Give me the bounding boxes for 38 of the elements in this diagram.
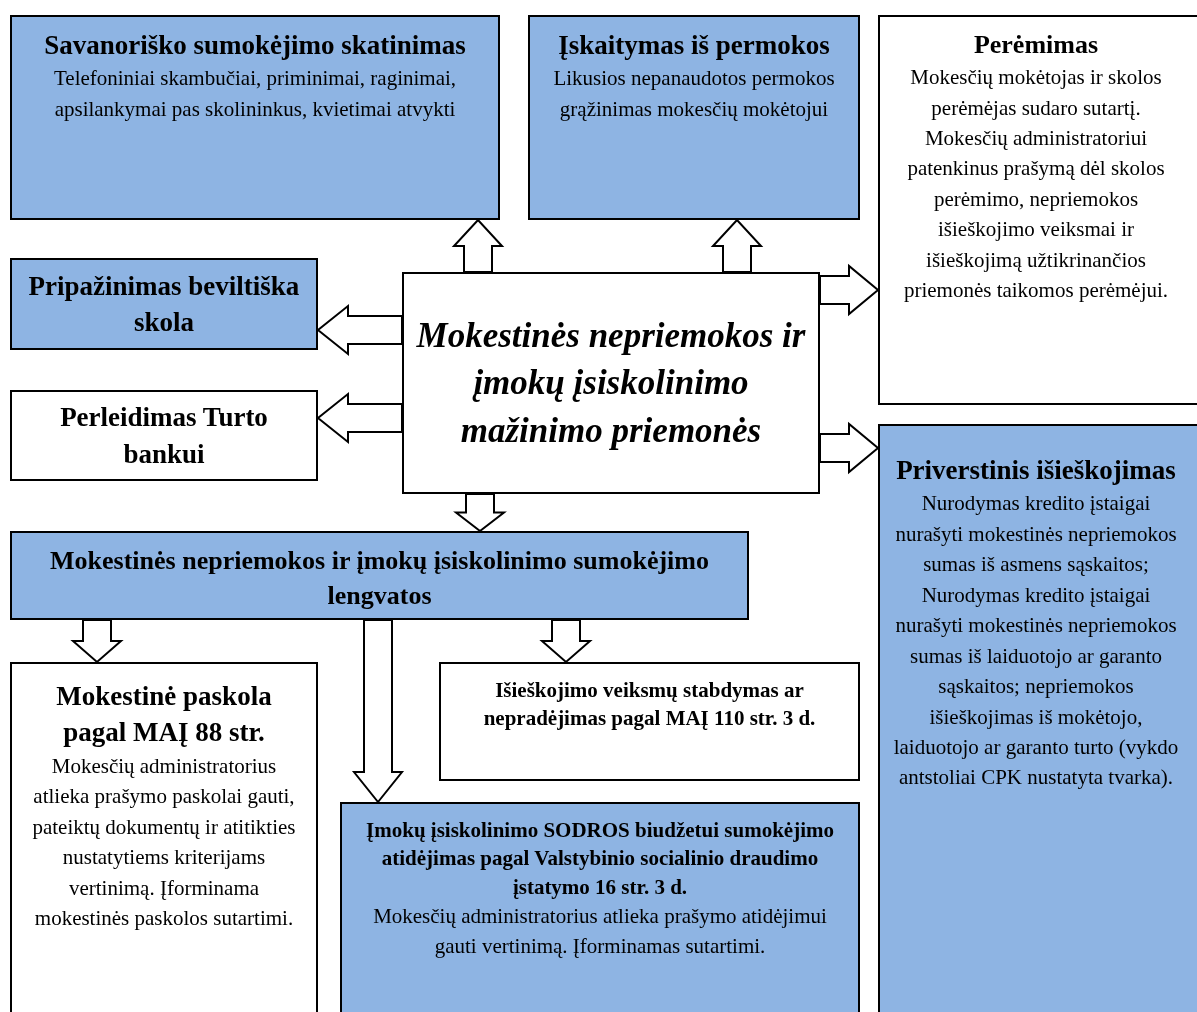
- block-arrow: [453, 493, 507, 533]
- box-title: Mokestinė paskola pagal MAĮ 88 str.: [55, 680, 273, 750]
- process-box: [528, 15, 860, 220]
- box-description: Mokesčių administratorius atlieka prašymo paskolai gauti, pateiktų dokumentų ir atitikties nustatytiems kriterijams vertinimą. Įforminama mokestinės paskolos sutartimi.: [31, 752, 297, 933]
- block-arrow: [451, 218, 505, 273]
- block-arrow: [316, 303, 403, 357]
- process-box: [10, 15, 500, 220]
- box-title: Mokestinės nepriemokos ir įmokų įsiskolinimo sumokėjimo lengvatos: [49, 545, 710, 613]
- process-box: [10, 390, 318, 481]
- box-description: Mokesčių administratorius atlieka prašymo atidėjimui gauti vertinimą. Įforminamas sutartimi.: [372, 903, 828, 961]
- block-arrow: [316, 391, 403, 445]
- box-title: Išieškojimo veiksmų stabdymas ar nepradėjimas pagal MAĮ 110 str. 3 d.: [482, 677, 817, 733]
- box-title: Perėmimas: [972, 29, 1100, 61]
- process-box: [10, 662, 318, 1012]
- block-arrow: [819, 421, 880, 475]
- process-box: [439, 662, 860, 781]
- process-box: [10, 531, 749, 620]
- box-description: Mokesčių mokėtojas ir skolos perėmėjas sudaro sutartį. Mokesčių administratoriui patenkinus prašymą dėl skolos perėmimo, nepriemokos išieškojimo veiksmai ir išieškojimą užtikrinančios priemonės taikomos perėmėjui.: [902, 64, 1170, 305]
- box-title: Mokestinės nepriemokos ir įmokų įsiskolinimo mažinimo priemonės: [415, 315, 807, 452]
- block-arrow: [710, 218, 764, 273]
- process-box: [340, 802, 860, 1012]
- block-arrow: [70, 619, 124, 664]
- box-title: Perleidimas Turto bankui: [59, 401, 269, 471]
- box-title: Įmokų įsiskolinimo SODROS biudžetui sumokėjimo atidėjimas pagal Valstybinio socialinio draudimo įstatymo 16 str. 3 d.: [365, 817, 835, 901]
- box-title: Įskaitymas iš permokos: [557, 29, 831, 62]
- box-description: Nurodymas kredito įstaigai nurašyti mokestinės nepriemokos sumas iš asmens sąskaitos; Nurodymas kredito įstaigai nurašyti mokestinės nepriemokos sumas iš laiduotojo ar garanto sąskaitos; nepriemokos išieškojimas iš mokėtojo, laiduotojo ar garanto turto (vykdo antstoliai CPK nustatyta tvarka).: [892, 490, 1180, 792]
- box-title: Priverstinis išieškojimas: [895, 454, 1177, 487]
- box-description: Likusios nepanaudotos permokos grąžinimas mokesčių mokėtojui: [552, 65, 836, 123]
- process-box: [10, 258, 318, 350]
- process-box: [878, 15, 1197, 405]
- block-arrow: [539, 619, 593, 664]
- process-box: [878, 424, 1197, 1012]
- box-title: Savanoriško sumokėjimo skatinimas: [43, 29, 467, 62]
- block-arrow: [819, 263, 880, 317]
- box-title: Pripažinimas beviltiška skola: [27, 269, 301, 339]
- block-arrow: [351, 619, 405, 804]
- process-box: [402, 272, 820, 494]
- box-description: Telefoniniai skambučiai, priminimai, raginimai, apsilankymai pas skolininkus, kvietimai atvykti: [52, 65, 458, 123]
